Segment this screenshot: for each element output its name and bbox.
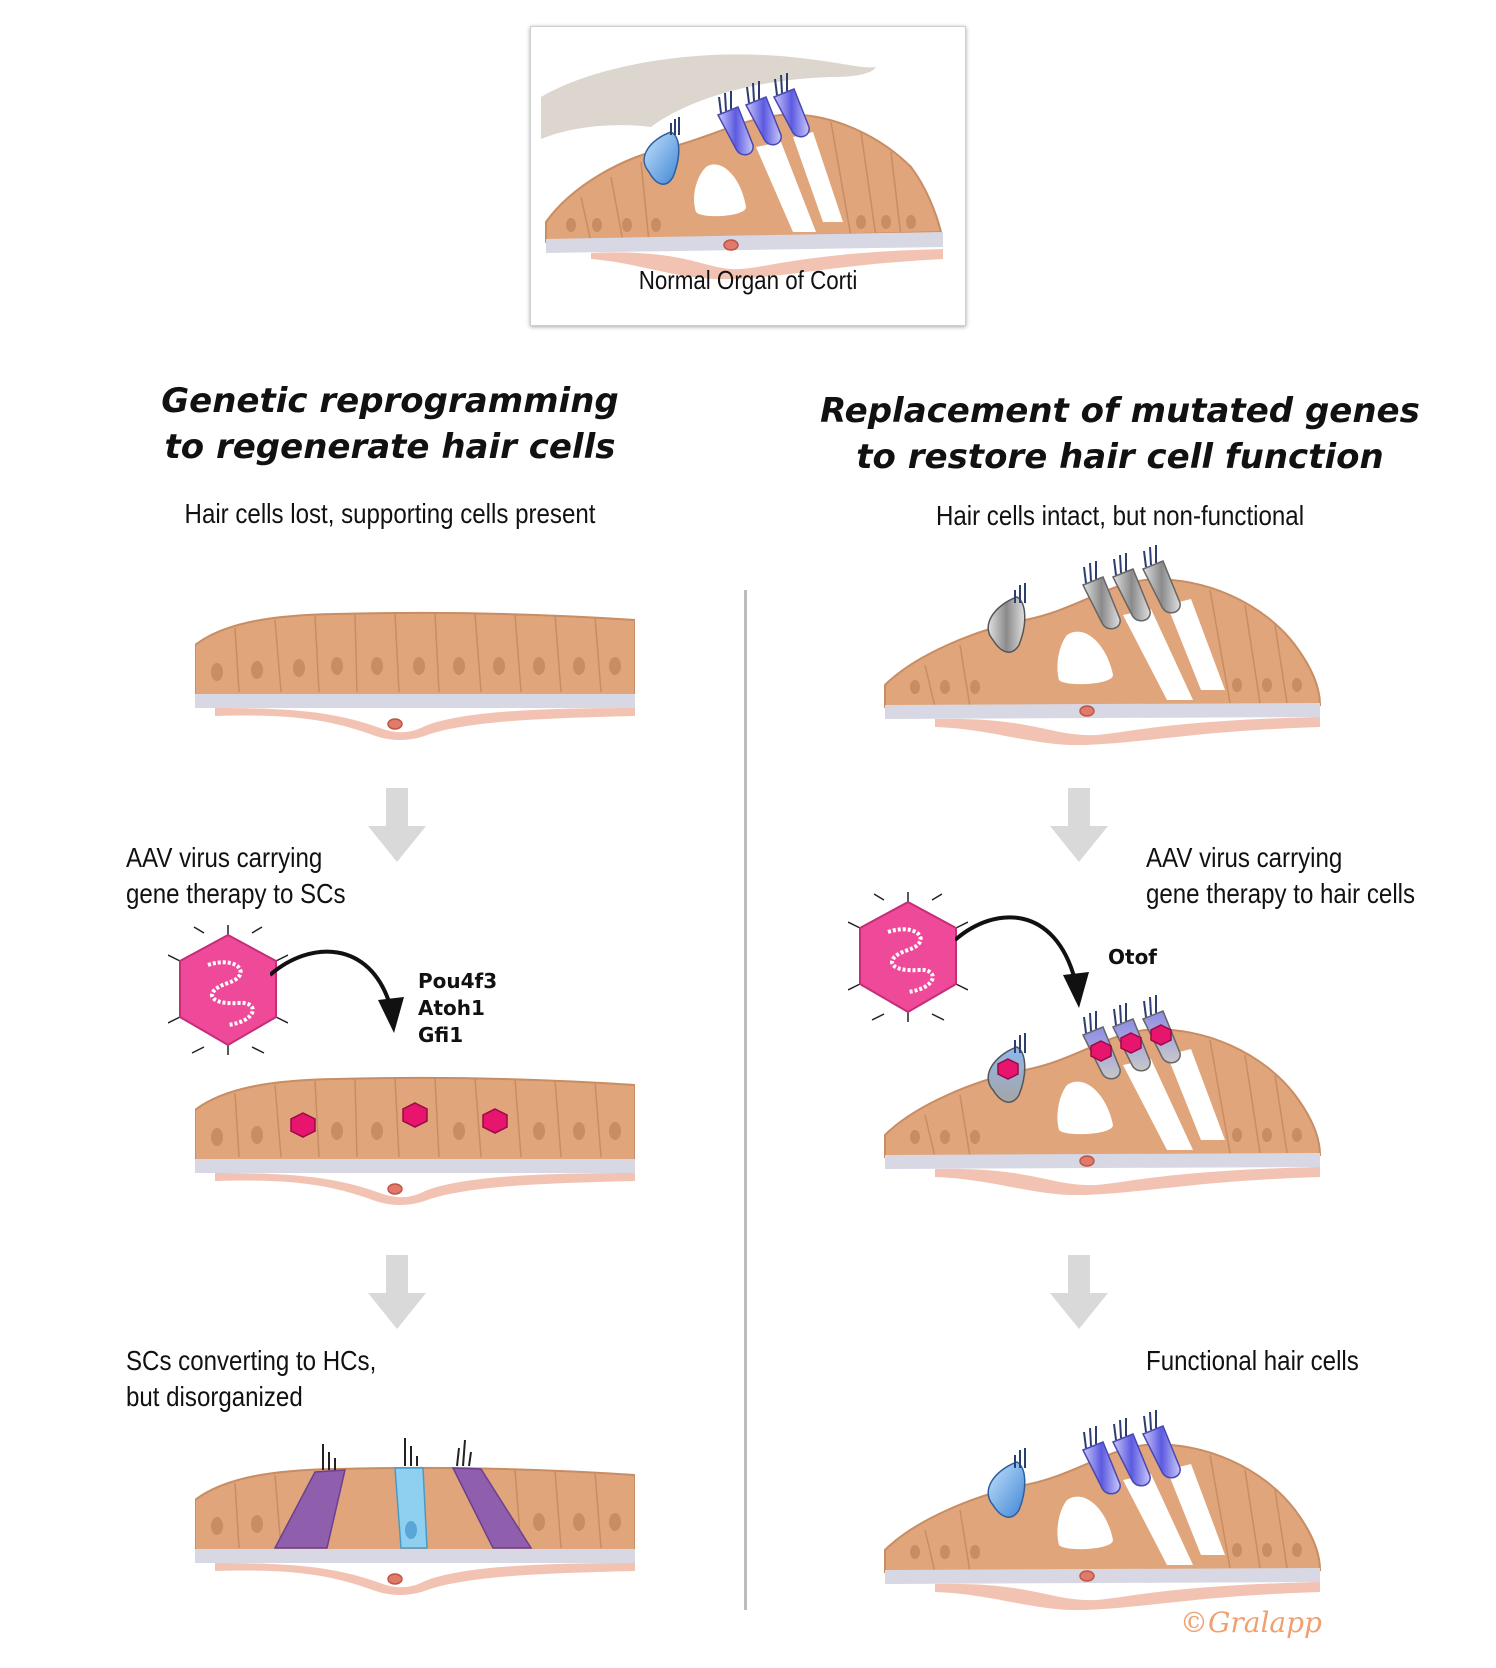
left-aav-virus <box>168 925 288 1055</box>
left-down-arrow-2 <box>368 1255 426 1329</box>
right-result-label: Functional hair cells <box>1146 1345 1359 1376</box>
left-title: Genetic reprogramming to regenerate hair… <box>110 378 670 470</box>
left-step-label: AAV virus carrying gene therapy to SCs <box>126 840 346 912</box>
left-converted-epithelium <box>195 1438 635 1595</box>
right-step-line1: AAV virus carrying <box>1146 842 1343 873</box>
right-gene-label: Otof <box>1108 945 1158 969</box>
right-title-line2: to restore hair cell function <box>856 437 1384 477</box>
left-result-line1: SCs converting to HCs, <box>126 1345 377 1376</box>
right-step-line2: gene therapy to hair cells <box>1146 878 1416 909</box>
normal-organ-illustration: Normal Organ of Corti <box>541 54 943 295</box>
right-down-arrow-2 <box>1050 1255 1108 1329</box>
left-down-arrow-1 <box>368 788 426 862</box>
left-result-label: SCs converting to HCs, but disorganized <box>126 1343 376 1415</box>
right-aav-virus <box>848 892 968 1022</box>
right-title: Replacement of mutated genes to restore … <box>820 388 1420 480</box>
left-state-label: Hair cells lost, supporting cells presen… <box>184 498 596 529</box>
right-organ-nonfunctional <box>884 545 1322 745</box>
normal-organ-label: Normal Organ of Corti <box>639 266 858 295</box>
left-step-line2: gene therapy to SCs <box>126 878 346 909</box>
right-curved-arrow <box>955 915 1089 1008</box>
left-flat-epithelium-1 <box>195 611 635 740</box>
right-organ-functional <box>884 1410 1322 1610</box>
right-step-label: AAV virus carrying gene therapy to hair … <box>1146 840 1415 912</box>
right-title-line1: Replacement of mutated genes <box>820 391 1420 431</box>
left-gene-list: Pou4f3 Atoh1 Gfi1 <box>418 968 497 1049</box>
left-title-line2: to regenerate hair cells <box>164 427 616 467</box>
gene-pou4f3: Pou4f3 <box>418 969 498 993</box>
gene-gfi1: Gfi1 <box>418 1023 464 1047</box>
normal-organ-panel: Normal Organ of Corti <box>530 26 966 326</box>
left-step-line1: AAV virus carrying <box>126 842 323 873</box>
left-curved-arrow <box>270 949 404 1033</box>
column-divider <box>744 590 747 1610</box>
right-state-label: Hair cells intact, but non-functional <box>935 500 1305 531</box>
gene-atoh1: Atoh1 <box>418 996 485 1020</box>
artist-credit: ©Gralapp <box>1180 1606 1322 1639</box>
right-down-arrow-1 <box>1050 788 1108 862</box>
left-flat-epithelium-2 <box>195 1076 635 1205</box>
left-title-line1: Genetic reprogramming <box>161 381 619 421</box>
left-result-line2: but disorganized <box>126 1381 303 1412</box>
right-organ-transduced <box>884 995 1322 1195</box>
